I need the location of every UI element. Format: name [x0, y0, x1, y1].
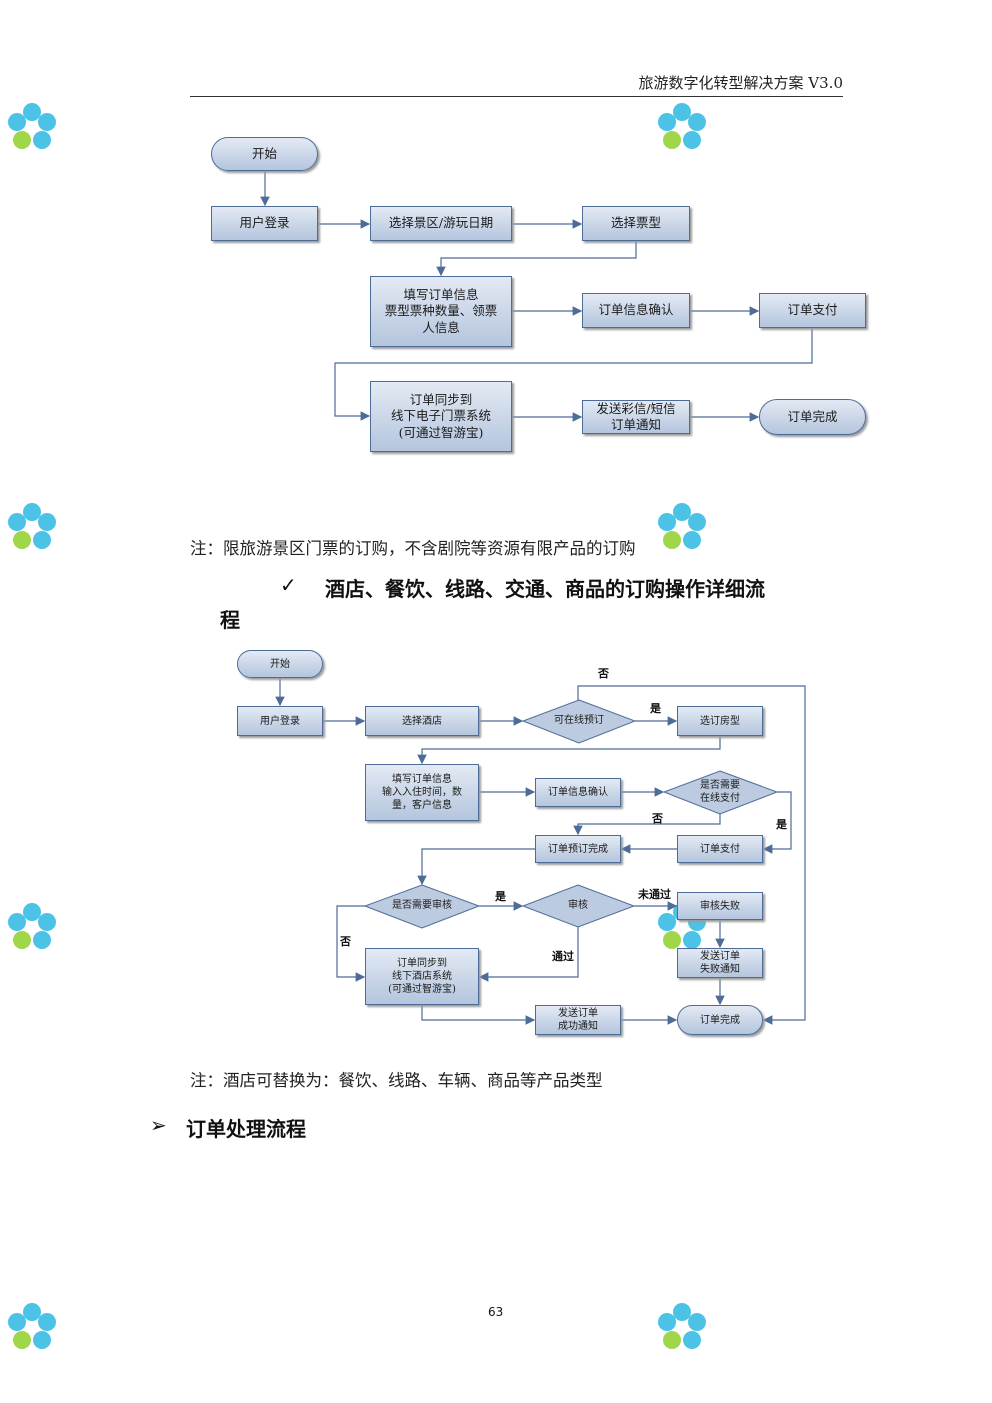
note-1: 注：限旅游景区门票的订购，不含剧院等资源有限产品的订购: [190, 539, 636, 558]
flow1-sync: 订单同步到线下电子门票系统(可通过智游宝): [370, 381, 512, 452]
section3-bullet-icon: ➢: [150, 1113, 167, 1137]
header-divider: [190, 96, 843, 97]
label-yes: 是: [650, 702, 661, 715]
label-yes: 是: [495, 890, 506, 903]
section3-title: 订单处理流程: [186, 1117, 306, 1141]
page-number: 63: [488, 1305, 504, 1319]
label-no: 否: [598, 667, 609, 680]
section2-check-icon: ✓: [280, 573, 297, 597]
text-line: 输入入住时间，数: [382, 787, 462, 798]
flow2-can-book-text: 可在线预订: [554, 715, 604, 727]
text-line: 订单通知: [610, 417, 661, 432]
text-line: 线下酒店系统: [392, 971, 452, 982]
flow2-login: 用户登录: [237, 706, 323, 736]
text-line: 订单同步到: [409, 392, 473, 408]
text-line: 填写订单信息: [403, 287, 479, 303]
flow1-fill-info: 填写订单信息票型票种数量、领票人信息: [370, 276, 512, 347]
header-title: 旅游数字化转型解决方案 V3.0: [638, 74, 843, 92]
arrow: [421, 1005, 536, 1025]
text-line: 失败通知: [700, 964, 740, 975]
section2-title-cont: 程: [220, 608, 240, 632]
flow1-select-ticket: 选择票型: [582, 206, 690, 241]
text-line: 订单同步到: [397, 958, 447, 969]
section2-title: 酒店、餐饮、线路、交通、商品的订购操作详细流: [325, 577, 765, 601]
flow2-start: 开始: [237, 650, 323, 678]
text-line: 在线支付: [700, 792, 740, 804]
text-line: 线下电子门票系统: [390, 408, 491, 424]
flow2-review-fail: 审核失败: [677, 892, 763, 920]
text-line: (可通过智游宝): [398, 424, 484, 440]
decision-review: [521, 884, 636, 928]
text-line: 是否需要: [700, 780, 740, 791]
arrow: [762, 791, 792, 854]
flow1-select-scenic: 选择景区/游玩日期: [370, 206, 512, 241]
flow2-select-room: 选订房型: [677, 706, 763, 736]
decision-need-review: [363, 884, 481, 929]
arrow: [577, 685, 806, 1025]
flow2-review-text: 审核: [568, 899, 588, 911]
flow2-fill-info: 填写订单信息输入入住时间，数量，客户信息: [365, 764, 479, 821]
flow2-fail-notify: 发送订单失败通知: [677, 948, 763, 978]
flow2-need-review-text: 是否需要审核: [392, 900, 452, 912]
text-line: 发送订单: [700, 951, 740, 962]
arrow: [334, 328, 813, 421]
arrow: [478, 927, 579, 982]
flow2-need-pay-text: 是否需要在线支付: [680, 773, 760, 812]
text-line: 人信息: [422, 319, 460, 335]
decision-need-pay: [662, 770, 779, 815]
flow1-login: 用户登录: [211, 206, 318, 241]
flow1-notify: 发送彩信/短信订单通知: [582, 400, 690, 434]
label-pass: 通过: [552, 950, 574, 963]
text-line: 量，客户信息: [392, 800, 452, 811]
flow2-booked: 订单预订完成: [535, 835, 621, 863]
arrow: [436, 241, 637, 277]
flow2-pay: 订单支付: [677, 835, 763, 863]
label-no: 否: [340, 935, 351, 948]
text-line: 发送订单: [558, 1008, 598, 1019]
flow2-select-hotel: 选择酒店: [365, 706, 479, 736]
flow2-done: 订单完成: [677, 1005, 763, 1035]
arrow: [336, 905, 366, 982]
flow1-pay: 订单支付: [759, 293, 866, 328]
decision-can-book: [521, 699, 637, 744]
flow1-done: 订单完成: [759, 399, 866, 435]
text-line: 发送彩信/短信: [596, 400, 676, 416]
flow2-confirm: 订单信息确认: [535, 778, 621, 807]
label-fail: 未通过: [638, 888, 671, 901]
note-2: 注：酒店可替换为：餐饮、线路、车辆、商品等产品类型: [190, 1071, 603, 1090]
arrow: [417, 848, 535, 886]
arrow: [573, 814, 721, 836]
text-line: 填写订单信息: [392, 774, 452, 785]
text-line: (可通过智游宝): [388, 984, 456, 995]
flow2-sync: 订单同步到线下酒店系统 (可通过智游宝): [365, 948, 479, 1005]
flow2-success-notify: 发送订单成功通知: [535, 1005, 621, 1035]
arrow: [417, 736, 721, 765]
label-yes: 是: [776, 818, 787, 831]
flow1-confirm: 订单信息确认: [582, 293, 690, 328]
text-line: 成功通知: [558, 1021, 598, 1032]
flow1-start: 开始: [211, 137, 318, 171]
label-no: 否: [652, 812, 663, 825]
text-line: 票型票种数量、领票: [384, 303, 498, 319]
